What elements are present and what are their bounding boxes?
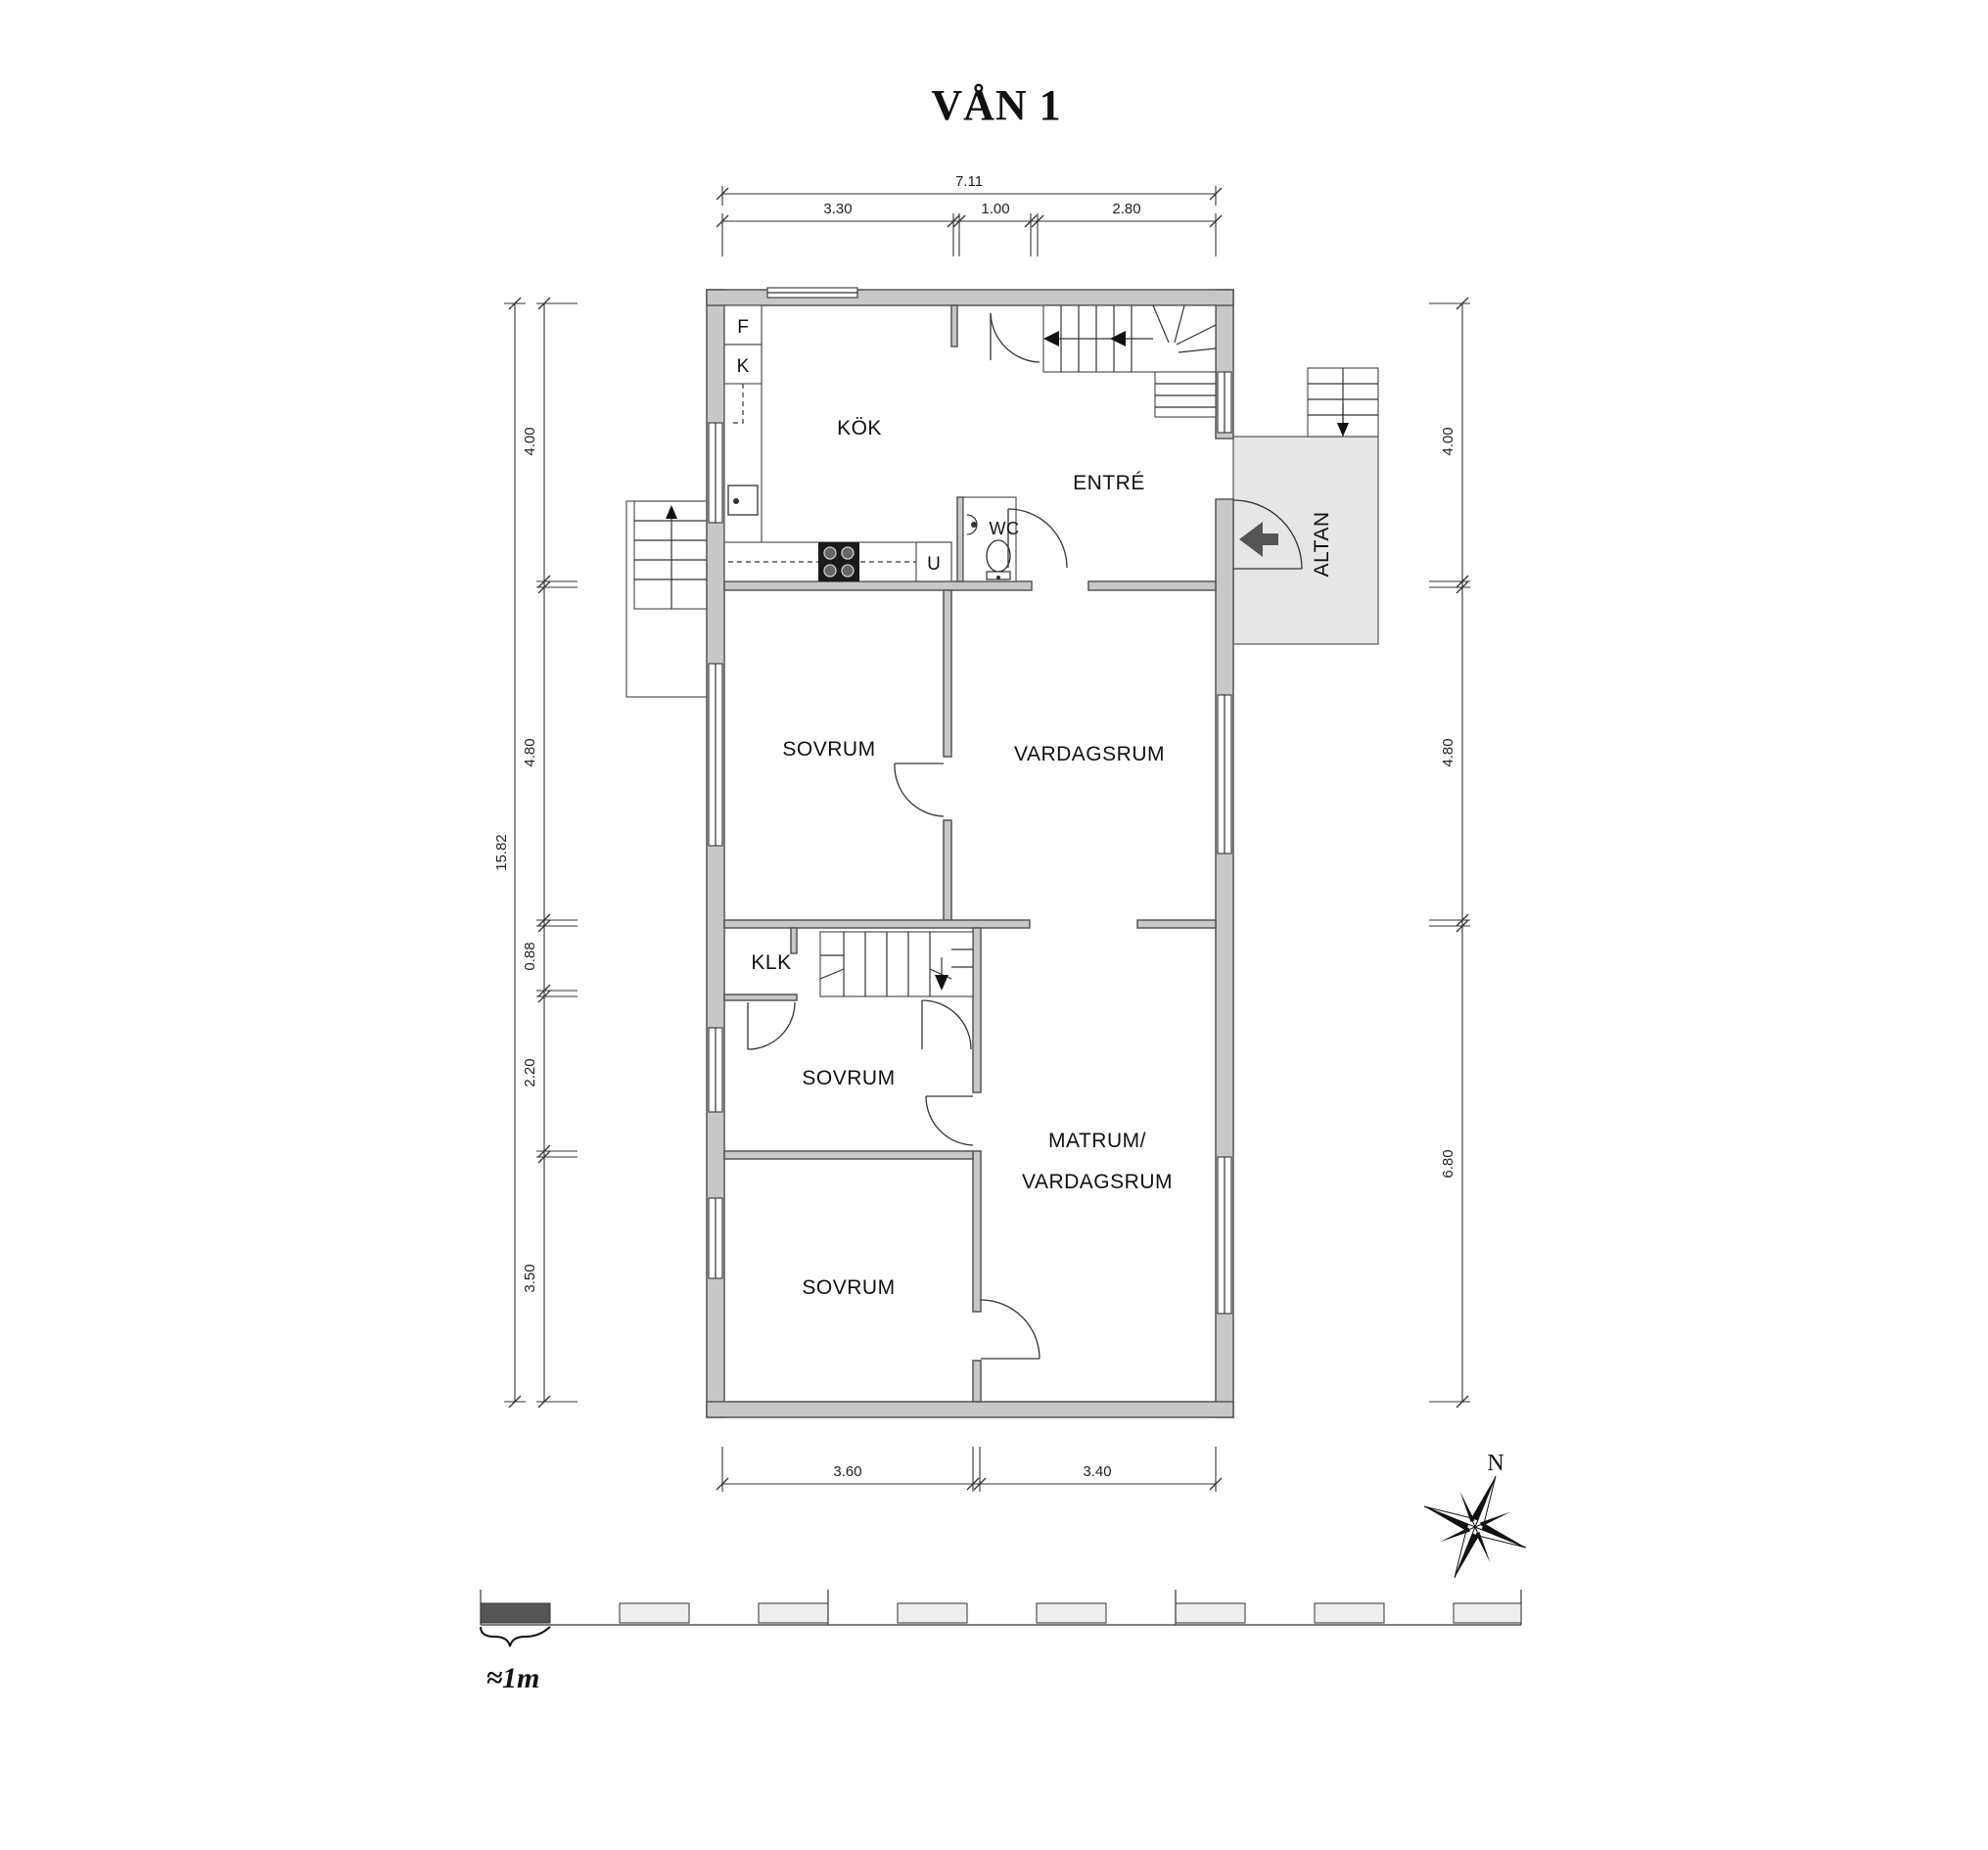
room-label-matrum-2: VARDAGSRUM xyxy=(1022,1171,1173,1193)
scale-bar: ≈1m xyxy=(480,1590,1522,1694)
dim-left-total: 15.82 xyxy=(493,834,510,871)
up-arrow-icon xyxy=(666,505,677,519)
room-label-sovrum-1: SOVRUM xyxy=(782,738,875,761)
room-label-vardagsrum: VARDAGSRUM xyxy=(1014,743,1165,765)
room-label-entre: ENTRÉ xyxy=(1073,472,1145,494)
compass-rose-icon xyxy=(1423,1475,1527,1579)
doors xyxy=(747,312,1303,1360)
fridge-label: F xyxy=(737,317,749,338)
arrow-left-icon xyxy=(1239,522,1278,557)
west-exterior-stairs xyxy=(625,500,710,698)
stove-icon xyxy=(818,542,859,581)
dim-right-3: 6.80 xyxy=(1440,1149,1456,1178)
dim-left-2: 4.80 xyxy=(522,738,538,766)
dim-right-2: 4.80 xyxy=(1440,738,1456,766)
bottom-dimensions: 3.60 3.40 xyxy=(716,1447,1223,1492)
down-arrow-icon xyxy=(1337,423,1349,437)
room-label-altan: ALTAN xyxy=(1311,511,1333,577)
windows xyxy=(708,287,1232,1315)
toilet-icon xyxy=(986,539,1011,573)
dim-top-total: 7.11 xyxy=(955,173,983,190)
dim-top-2: 1.00 xyxy=(981,201,1009,217)
room-label-kok: KÖK xyxy=(837,417,882,439)
brace-icon xyxy=(480,1626,551,1647)
right-dimensions: 4.00 4.80 6.80 xyxy=(1429,297,1470,1409)
sink-icon xyxy=(727,485,759,516)
dim-left-4: 2.20 xyxy=(522,1058,538,1087)
dim-bottom-2: 3.40 xyxy=(1083,1463,1111,1480)
dim-top-3: 2.80 xyxy=(1112,201,1140,217)
dim-bottom-1: 3.60 xyxy=(833,1463,861,1480)
left-arrow-icon xyxy=(1043,331,1059,347)
central-stairs xyxy=(819,931,974,997)
room-label-matrum-1: MATRUM/ xyxy=(1048,1130,1146,1152)
altan-deck: ALTAN xyxy=(1232,367,1379,645)
altan-stairs xyxy=(1307,367,1379,438)
room-label-sovrum-2: SOVRUM xyxy=(802,1067,895,1089)
dim-left-1: 4.00 xyxy=(522,427,538,455)
floor-title: VÅN 1 xyxy=(931,81,1061,129)
scale-label: ≈1m xyxy=(486,1662,540,1694)
compass-north-label: N xyxy=(1487,1451,1503,1476)
dim-top-1: 3.30 xyxy=(823,201,852,217)
dim-right-1: 4.00 xyxy=(1440,427,1456,455)
utility-label: U xyxy=(927,554,941,575)
room-labels: KÖK ENTRÉ WC SOVRUM VARDAGSRUM KLK SOVRU… xyxy=(751,417,1173,1299)
freezer-label: K xyxy=(737,356,750,377)
dim-left-3: 0.88 xyxy=(522,942,538,970)
left-arrow-icon xyxy=(1110,331,1126,347)
kitchen-fixtures: F K U xyxy=(723,304,952,582)
walls xyxy=(706,289,1234,1418)
wc-fixtures xyxy=(962,496,1017,582)
room-label-sovrum-3: SOVRUM xyxy=(802,1276,895,1299)
down-arrow-icon xyxy=(935,975,948,991)
top-dimensions: 7.11 3.30 1.00 2.80 xyxy=(716,173,1223,256)
left-dimensions: 15.82 4.00 4.80 0.88 2.20 3.50 xyxy=(493,297,578,1409)
entre-stairs xyxy=(1042,304,1217,418)
dim-left-5: 3.50 xyxy=(522,1264,538,1292)
room-label-wc: WC xyxy=(990,519,1020,538)
room-label-klk: KLK xyxy=(751,951,791,974)
